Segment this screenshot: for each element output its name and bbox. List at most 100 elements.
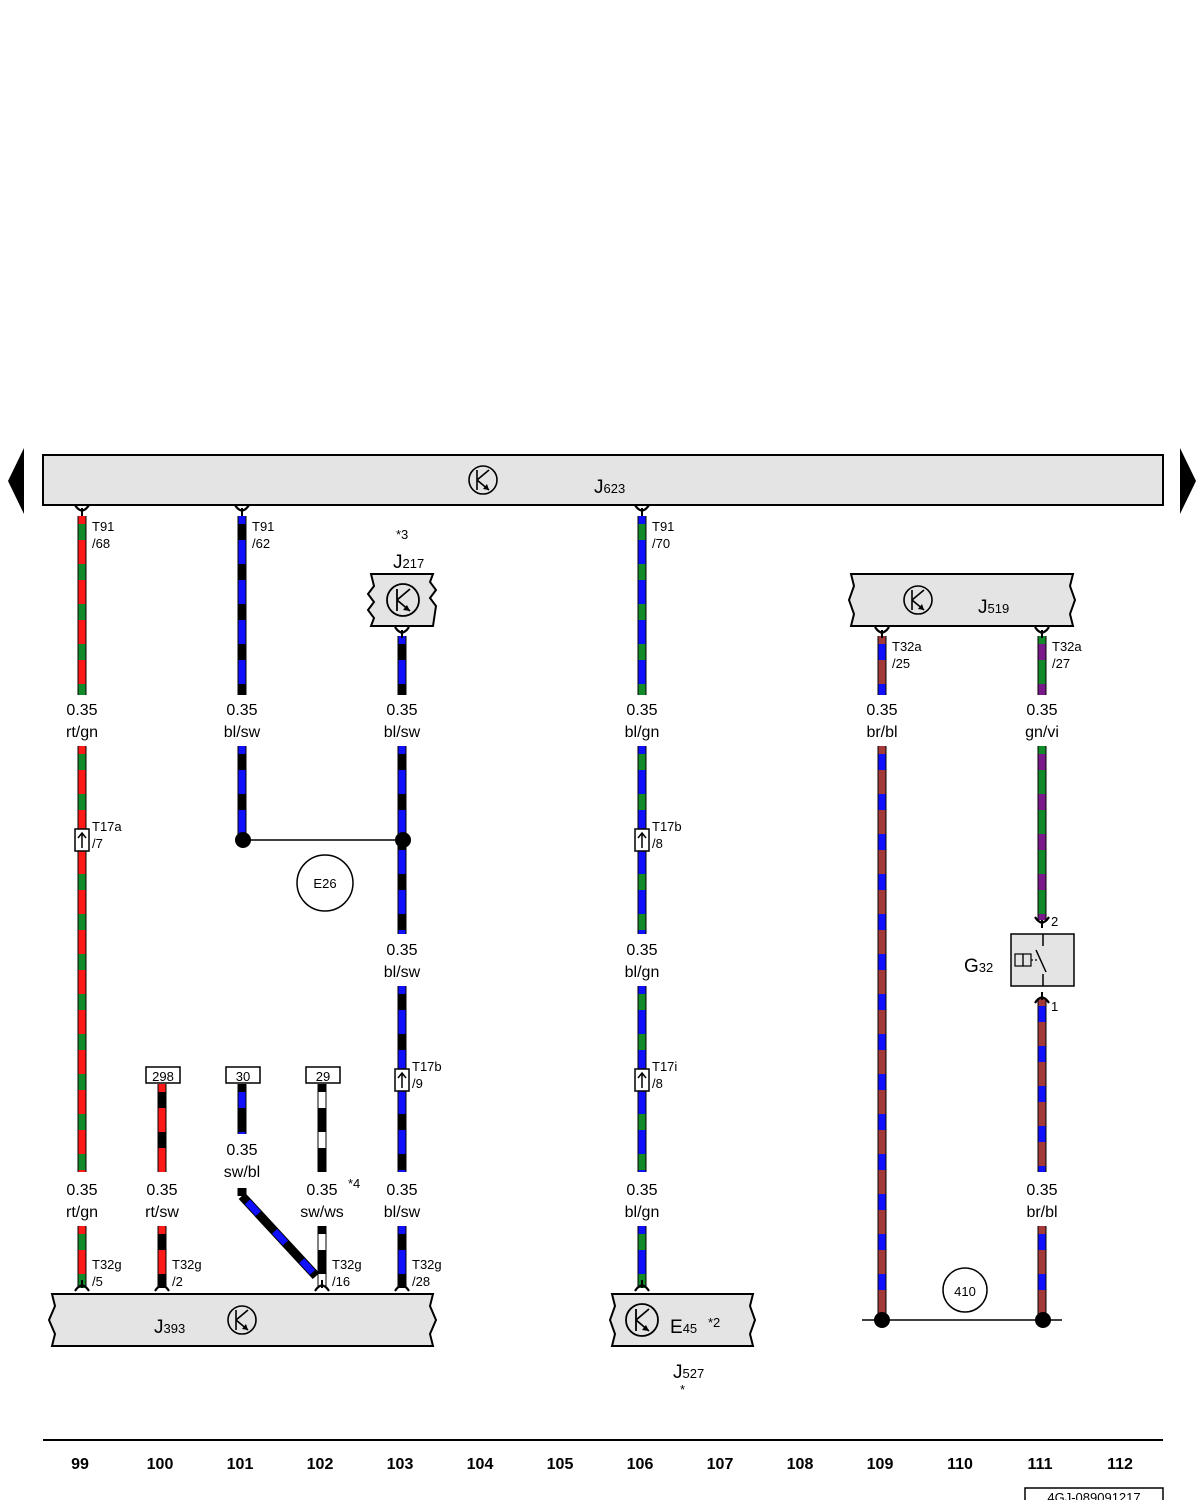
module-sub: 393 (164, 1321, 186, 1336)
connector-pin: /68 (92, 536, 110, 551)
connector-pin-icon (74, 504, 90, 516)
connector-name: T32a (892, 639, 922, 654)
axis-number: 99 (71, 1456, 89, 1473)
terminal-label: 29 (316, 1069, 330, 1084)
inline-connector-icon (394, 1068, 410, 1092)
svg-text:E45: E45 (670, 1317, 697, 1338)
ground-ref-label: 410 (954, 1284, 976, 1299)
connector-pin-icon (394, 1280, 410, 1292)
module-letter: J (594, 477, 604, 498)
module-sub: 32 (979, 960, 993, 975)
terminal-box: 29 (305, 1066, 341, 1084)
svg-text:J527: J527 (673, 1362, 704, 1383)
note-label: *4 (348, 1176, 360, 1191)
connector-name: T32g (412, 1257, 442, 1272)
connector-name: T91 (652, 519, 674, 534)
wire-color-label: br/bl (1026, 1204, 1057, 1221)
module-sub: 519 (988, 601, 1010, 616)
connector-pin: /7 (92, 836, 103, 851)
axis-number: 103 (387, 1456, 414, 1473)
wire-color-label: bl/sw (384, 724, 421, 741)
connector-name: T32g (332, 1257, 362, 1272)
wire-color-label: rt/sw (145, 1204, 179, 1221)
wire-sw-bl (238, 1192, 320, 1280)
module-letter: E (670, 1317, 683, 1338)
wire-color-label: bl/sw (384, 1204, 421, 1221)
wire-size-label: 0.35 (146, 1182, 177, 1199)
terminal-label: 298 (152, 1069, 174, 1084)
wire-size-label: 0.35 (626, 702, 657, 719)
switch-g32: G32 2 1 (964, 914, 1075, 1014)
control-unit-icon (468, 465, 498, 495)
connector-name: T17b (652, 819, 682, 834)
svg-text:J623: J623 (594, 477, 625, 498)
connector-name: T32g (92, 1257, 122, 1272)
connector-pin-icon (74, 1280, 90, 1292)
connector-name: T91 (92, 519, 114, 534)
axis-number: 102 (307, 1456, 334, 1473)
connector-pin: /2 (172, 1274, 183, 1289)
connector-pin: /5 (92, 1274, 103, 1289)
wire-color-label: bl/gn (625, 1204, 660, 1221)
connector-pin-icon (874, 626, 890, 638)
wire-size-label: 0.35 (866, 702, 897, 719)
svg-text:J217: J217 (393, 552, 424, 573)
connector-name: T17i (652, 1059, 677, 1074)
wire-color-label: sw/ws (300, 1204, 344, 1221)
wire-color-label: gn/vi (1025, 724, 1059, 741)
wire-color-label: sw/bl (224, 1164, 260, 1181)
note-label: *2 (708, 1315, 720, 1330)
footer-code-box (1024, 1487, 1164, 1500)
wire-size-label: 0.35 (66, 1182, 97, 1199)
axis-number: 105 (547, 1456, 574, 1473)
terminal-label: 30 (236, 1069, 250, 1084)
wire-size-label: 0.35 (66, 702, 97, 719)
connector-name: T17b (412, 1059, 442, 1074)
connector-pin-icon (634, 1280, 650, 1292)
control-unit-icon (903, 585, 933, 615)
splice-dot (1035, 1312, 1051, 1328)
axis-number: 106 (627, 1456, 654, 1473)
wire-size-label: 0.35 (386, 702, 417, 719)
triangle-right-icon[interactable] (1180, 448, 1196, 514)
module-sub: 217 (403, 556, 425, 571)
connector-pin-icon (1034, 992, 1050, 1004)
axis-number: 110 (947, 1456, 973, 1473)
labels-layer: 0.35 rt/gn 0.35 bl/sw 0.35 bl/sw 0.35 bl/gn 0.35… (66, 519, 1082, 1289)
triangle-left-icon[interactable] (8, 448, 24, 514)
module-letter: J (154, 1317, 164, 1338)
connector-name: T32g (172, 1257, 202, 1272)
module-sub: 527 (683, 1366, 705, 1381)
connector-name: T32a (1052, 639, 1082, 654)
connector-pin-icon (154, 1280, 170, 1292)
control-unit-icon (625, 1303, 659, 1337)
svg-text:J519: J519 (978, 597, 1009, 618)
svg-text:G32: G32 (964, 956, 993, 977)
connector-pin: /28 (412, 1274, 430, 1289)
connector-pin-icon (1034, 916, 1050, 928)
connector-pin: /8 (652, 836, 663, 851)
control-unit-icon (227, 1305, 257, 1335)
pin-number: 2 (1051, 914, 1058, 929)
axis-number: 112 (1107, 1456, 1133, 1473)
ground-ref-label: E26 (313, 876, 336, 891)
wire-color-label: bl/sw (224, 724, 261, 741)
axis-number: 101 (227, 1456, 254, 1473)
wire-size-label: 0.35 (626, 1182, 657, 1199)
connector-pin: /70 (652, 536, 670, 551)
wire-size-label: 0.35 (386, 942, 417, 959)
wire-color-label: rt/gn (66, 724, 98, 741)
pin-number: 1 (1051, 999, 1058, 1014)
splice-dot (235, 832, 251, 848)
module-j519: J519 (847, 573, 1077, 627)
connector-pin-icon (314, 1280, 330, 1292)
connector-pin: /9 (412, 1076, 423, 1091)
wire-color-label: br/bl (866, 724, 897, 741)
connector-pin-icon (634, 504, 650, 516)
axis-number: 109 (867, 1456, 894, 1473)
module-j217: *3 J217 (366, 527, 438, 627)
connector-pin: /27 (1052, 656, 1070, 671)
inline-connector-icon (634, 828, 650, 852)
control-unit-icon (386, 583, 420, 617)
